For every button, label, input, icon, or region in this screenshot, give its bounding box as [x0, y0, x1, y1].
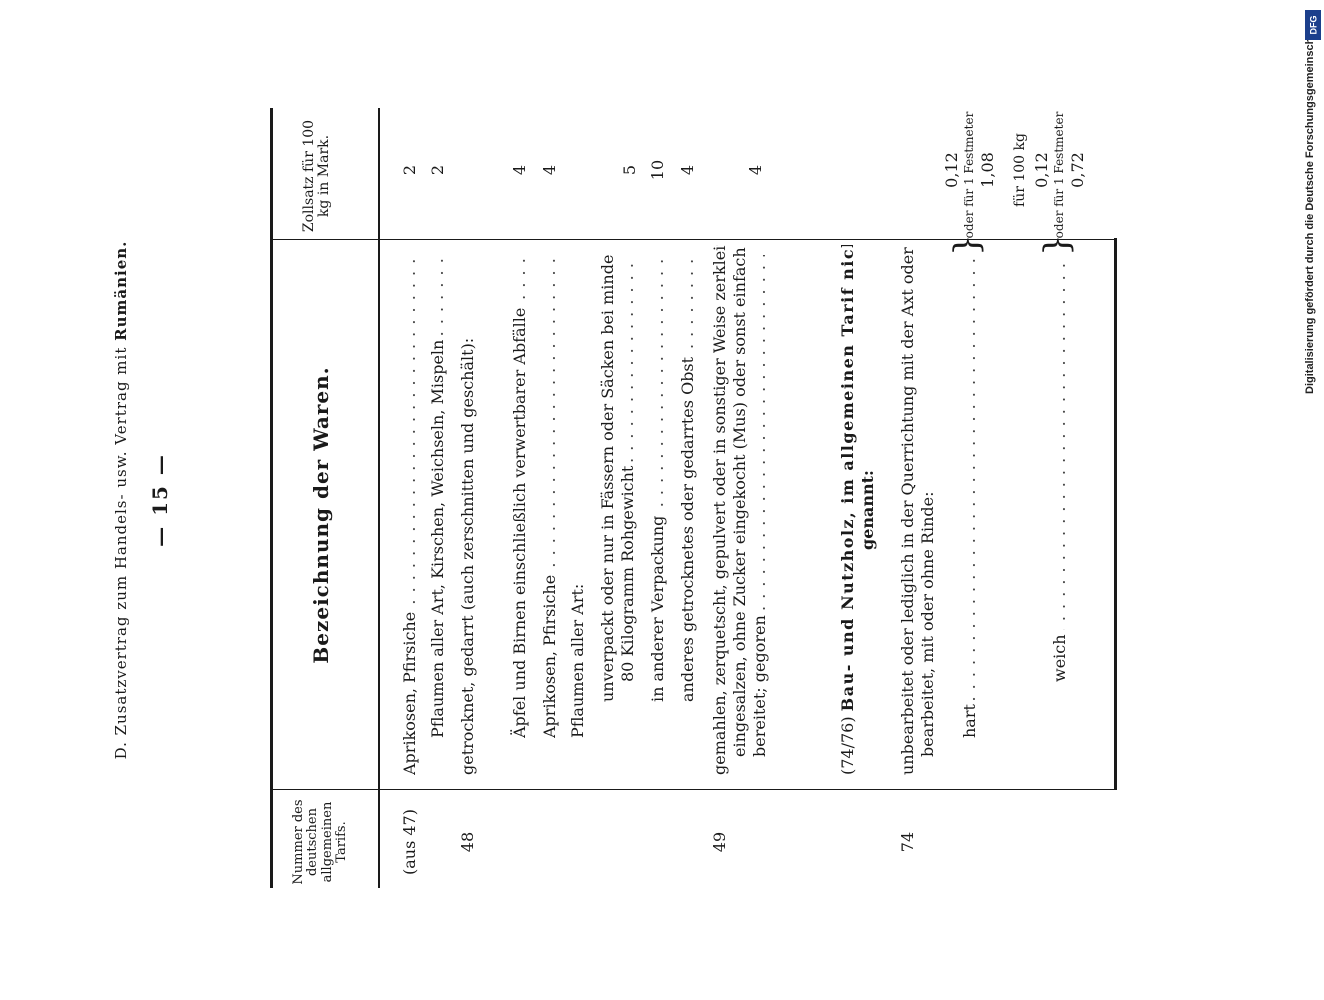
- row-desc-aprikosen-getrocknet: Aprikosen, Pfirsiche: [540, 255, 559, 738]
- table-bottom-rule: [1114, 238, 1117, 790]
- row-rate-unverpackt: 5: [620, 164, 639, 176]
- row-desc-anderes-obst-text: anderes getrocknetes oder gedarrtes Obst: [678, 352, 697, 702]
- row-desc-unbearbeitet-line1: unbearbeitet oder lediglich in der Querr…: [898, 245, 917, 775]
- row-number-74: 74: [898, 831, 917, 853]
- column-header-description: Bezeichnung der Waren.: [309, 366, 333, 664]
- running-header-prefix: D. Zusatzvertrag zum Handels- usw. Vertr…: [112, 346, 130, 760]
- row-desc-pflaumen: Pflaumen aller Art, Kirschen, Weichseln,…: [428, 255, 447, 738]
- row-desc-unverpackt-line1: unverpackt oder nur in Fässern oder Säck…: [598, 255, 617, 702]
- row-desc-aprikosen: Aprikosen, Pfirsiche: [400, 255, 419, 775]
- row-rate-weich-a-prefix: für 100 kg: [1012, 133, 1028, 207]
- row-desc-anderes-obst: anderes getrocknetes oder gedarrtes Obst: [678, 255, 697, 702]
- row-desc-gemahlen-line2: eingesalzen, ohne Zucker eingekocht (Mus…: [730, 245, 749, 757]
- row-desc-hart: hart: [960, 258, 979, 738]
- row-desc-gemahlen-line1: gemahlen, zerquetscht, gepulvert oder in…: [710, 245, 729, 775]
- row-rate-weich-b-prefix: oder für 1 Festmeter: [1052, 111, 1066, 239]
- row-desc-weich: weich: [1050, 258, 1069, 682]
- row-rate-hart-b-prefix: oder für 1 Festmeter: [962, 111, 976, 239]
- dfg-logo-icon: DFG: [1305, 10, 1321, 40]
- row-desc-bauholz-line2: genannt:: [858, 470, 877, 550]
- row-number-49: 49: [710, 831, 729, 853]
- row-desc-pflaumen-text: Pflaumen aller Art, Kirschen, Weichseln,…: [428, 335, 447, 738]
- row-rate-weich-b: 0,72: [1068, 152, 1087, 188]
- row-desc-hart-text: hart: [960, 700, 979, 738]
- digitization-attribution: Digitalisierung gefördert durch die Deut…: [1304, 17, 1316, 394]
- column-header-number: Nummer des deutschen allgemeinen Tarifs.: [291, 799, 349, 885]
- row-rate-aprikosen: 2: [400, 164, 419, 176]
- table-top-rule: [270, 108, 273, 888]
- row-number-aus-47: (aus 47): [400, 809, 419, 875]
- running-header: D. Zusatzvertrag zum Handels- usw. Vertr…: [112, 0, 130, 1000]
- row-desc-getrocknet: getrocknet, gedarrt (auch zerschnitten u…: [458, 337, 477, 775]
- row-desc-pflaumen-aller-art: Pflaumen aller Art:: [568, 583, 587, 738]
- row-rate-gemahlen: 4: [746, 164, 765, 176]
- row-rate-anderes-obst: 4: [678, 164, 697, 176]
- row-desc-aprikosen-text: Aprikosen, Pfirsiche: [400, 607, 419, 775]
- dfg-logo-text: DFG: [1308, 15, 1318, 35]
- column-divider-rate: [272, 239, 1117, 240]
- row-desc-unbearbeitet-line2: bearbeitet, mit oder ohne Rinde:: [918, 491, 937, 757]
- row-desc-gemahlen-line3-text: bereitet; gegoren: [750, 611, 769, 757]
- row-desc-andere-verpackung-text: in anderer Verpackung: [648, 511, 667, 702]
- row-desc-gemahlen-line3: bereitet; gegoren: [750, 255, 769, 757]
- row-rate-pflaumen: 2: [428, 164, 447, 176]
- row-rate-hart-b: 1,08: [978, 152, 997, 188]
- row-desc-unverpackt-line2-text: 80 Kilogramm Rohgewicht: [618, 461, 637, 682]
- row-desc-bauholz-line1: (74/76) Bau- und Nutzholz, im allgemeine…: [838, 245, 857, 775]
- row-number-48: 48: [458, 831, 477, 853]
- row-rate-weich-a: 0,12: [1032, 152, 1051, 188]
- column-header-rate: Zollsatz für 100 kg in Mark.: [301, 119, 333, 233]
- row-desc-andere-verpackung: in anderer Verpackung: [648, 255, 667, 702]
- row-desc-bauholz-prefix: (74/76): [838, 716, 857, 775]
- row-desc-aepfel-text: Äpfel und Birnen einschließlich verwertb…: [510, 303, 529, 738]
- row-rate-aprikosen-getrocknet: 4: [540, 164, 559, 176]
- row-rate-andere-verpackung: 10: [648, 159, 667, 181]
- page-number: — 15 —: [148, 453, 172, 547]
- row-desc-aprikosen-getrocknet-text: Aprikosen, Pfirsiche: [540, 570, 559, 738]
- row-rate-aepfel: 4: [510, 164, 529, 176]
- row-desc-unverpackt-line2: 80 Kilogramm Rohgewicht: [618, 255, 637, 682]
- row-desc-aepfel: Äpfel und Birnen einschließlich verwertb…: [510, 255, 529, 738]
- row-desc-weich-text: weich: [1050, 630, 1069, 682]
- column-divider-number: [272, 789, 1117, 790]
- running-header-country: Rumänien.: [112, 240, 130, 341]
- row-desc-bauholz-title: Bau- und Nutzholz, im allgemeinen Tarif …: [838, 245, 857, 712]
- table-header-rule: [378, 108, 380, 888]
- row-rate-hart-a: 0,12: [942, 152, 961, 188]
